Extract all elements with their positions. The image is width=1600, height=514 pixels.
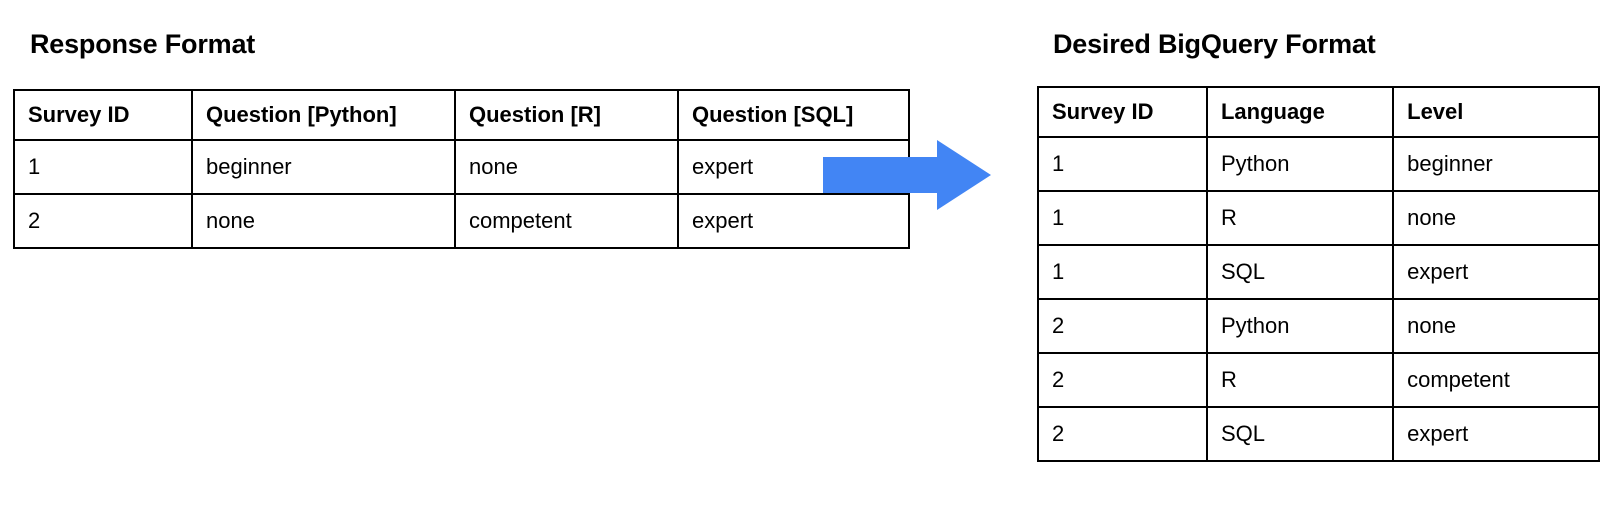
- column-header-question-sql: Question [SQL]: [677, 89, 910, 141]
- right-arrow-icon: [823, 140, 991, 210]
- table-row: 2 none competent expert: [13, 193, 910, 249]
- cell-question-python: beginner: [191, 139, 456, 195]
- cell-level: competent: [1392, 352, 1600, 408]
- cell-question-python: none: [191, 193, 456, 249]
- cell-language: Python: [1205, 136, 1395, 192]
- column-header-survey-id: Survey ID: [13, 89, 193, 141]
- table-row: 2 SQL expert: [1037, 406, 1600, 462]
- table-row: 1 beginner none expert: [13, 139, 910, 195]
- cell-level: beginner: [1392, 136, 1600, 192]
- response-format-table: Survey ID Question [Python] Question [R]…: [13, 89, 910, 249]
- table-header-row: Survey ID Question [Python] Question [R]…: [13, 89, 910, 141]
- cell-survey-id: 1: [1037, 190, 1208, 246]
- cell-question-r: competent: [454, 193, 679, 249]
- cell-question-r: none: [454, 139, 679, 195]
- cell-survey-id: 1: [13, 139, 193, 195]
- cell-survey-id: 1: [1037, 244, 1208, 300]
- table-row: 2 R competent: [1037, 352, 1600, 408]
- table-row: 1 Python beginner: [1037, 136, 1600, 192]
- cell-survey-id: 2: [1037, 406, 1208, 462]
- bigquery-format-table: Survey ID Language Level 1 Python beginn…: [1037, 86, 1600, 462]
- table-row: 1 R none: [1037, 190, 1600, 246]
- column-header-language: Language: [1205, 86, 1395, 138]
- cell-survey-id: 2: [1037, 352, 1208, 408]
- table-row: 2 Python none: [1037, 298, 1600, 354]
- cell-language: R: [1205, 190, 1395, 246]
- cell-survey-id: 2: [1037, 298, 1208, 354]
- cell-level: expert: [1392, 244, 1600, 300]
- table-row: 1 SQL expert: [1037, 244, 1600, 300]
- right-arrow-glyph: [823, 140, 991, 210]
- table-header-row: Survey ID Language Level: [1037, 86, 1600, 138]
- cell-survey-id: 2: [13, 193, 193, 249]
- column-header-question-python: Question [Python]: [191, 89, 456, 141]
- column-header-question-r: Question [R]: [454, 89, 679, 141]
- cell-level: none: [1392, 298, 1600, 354]
- column-header-survey-id: Survey ID: [1037, 86, 1208, 138]
- cell-language: R: [1205, 352, 1395, 408]
- cell-level: none: [1392, 190, 1600, 246]
- response-format-title: Response Format: [30, 29, 256, 59]
- bigquery-format-title: Desired BigQuery Format: [1053, 29, 1376, 59]
- cell-language: Python: [1205, 298, 1395, 354]
- cell-level: expert: [1392, 406, 1600, 462]
- column-header-level: Level: [1392, 86, 1600, 138]
- cell-language: SQL: [1205, 244, 1395, 300]
- cell-survey-id: 1: [1037, 136, 1208, 192]
- cell-question-sql: expert: [677, 193, 910, 249]
- cell-language: SQL: [1205, 406, 1395, 462]
